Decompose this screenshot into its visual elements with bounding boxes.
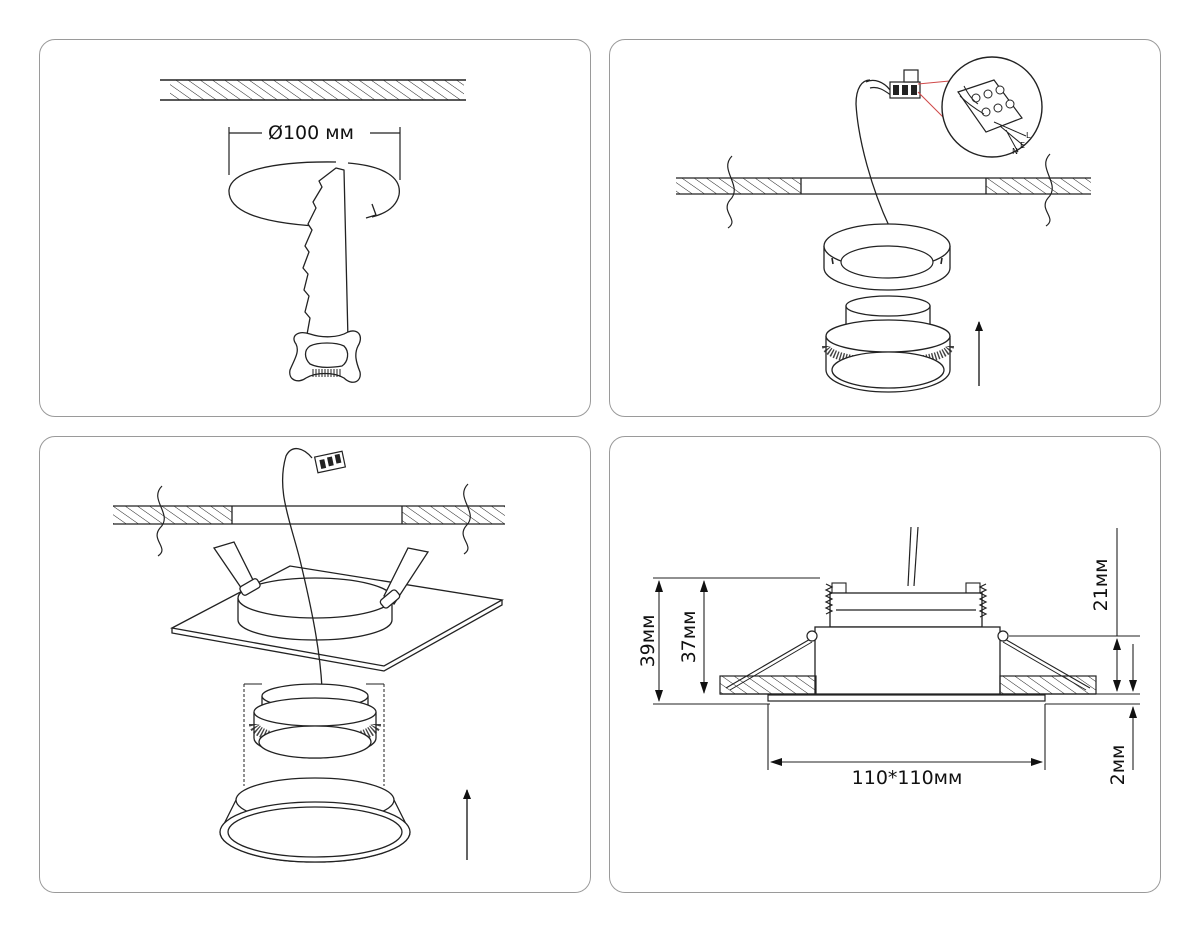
hole-diameter-dimension: [228, 127, 401, 180]
lamp-module: [822, 295, 954, 393]
terminal-block-icon: [865, 69, 921, 99]
cut-circle: [228, 161, 400, 228]
hole-diameter-label: Ø100 мм: [268, 122, 354, 144]
wiring-detail-callout: [917, 56, 1043, 158]
spring-clip-icon: [212, 541, 430, 609]
terminal-block-install-icon: [313, 450, 347, 474]
dim-frame-thickness: 2мм: [1107, 745, 1129, 786]
supply-cable: [855, 79, 891, 229]
housing-cylinder: [237, 577, 393, 641]
dim-height-top: 21мм: [1090, 559, 1112, 612]
saw-icon: [289, 167, 362, 383]
reflector-ring: [219, 777, 411, 863]
dim-height-total: 39мм: [637, 615, 659, 668]
terminal-label-e: E: [1020, 141, 1025, 150]
mounting-ring: [823, 223, 951, 291]
dim-frame-size: 110*110мм: [852, 767, 963, 789]
dimension-lines: [653, 528, 1140, 770]
fixture-cross-section: [719, 526, 1097, 702]
terminal-label-l: L: [1026, 131, 1031, 140]
ceiling-slab: [160, 79, 466, 101]
terminal-label-n: N: [1012, 147, 1018, 156]
clip-spring-guides: [243, 683, 385, 786]
ceiling-with-hole: [676, 153, 1091, 229]
dim-height-body: 37мм: [678, 611, 700, 664]
lamp-module-install: [249, 683, 381, 759]
supply-cable-install: [281, 448, 323, 689]
ceiling-with-hole-install: [113, 483, 505, 557]
